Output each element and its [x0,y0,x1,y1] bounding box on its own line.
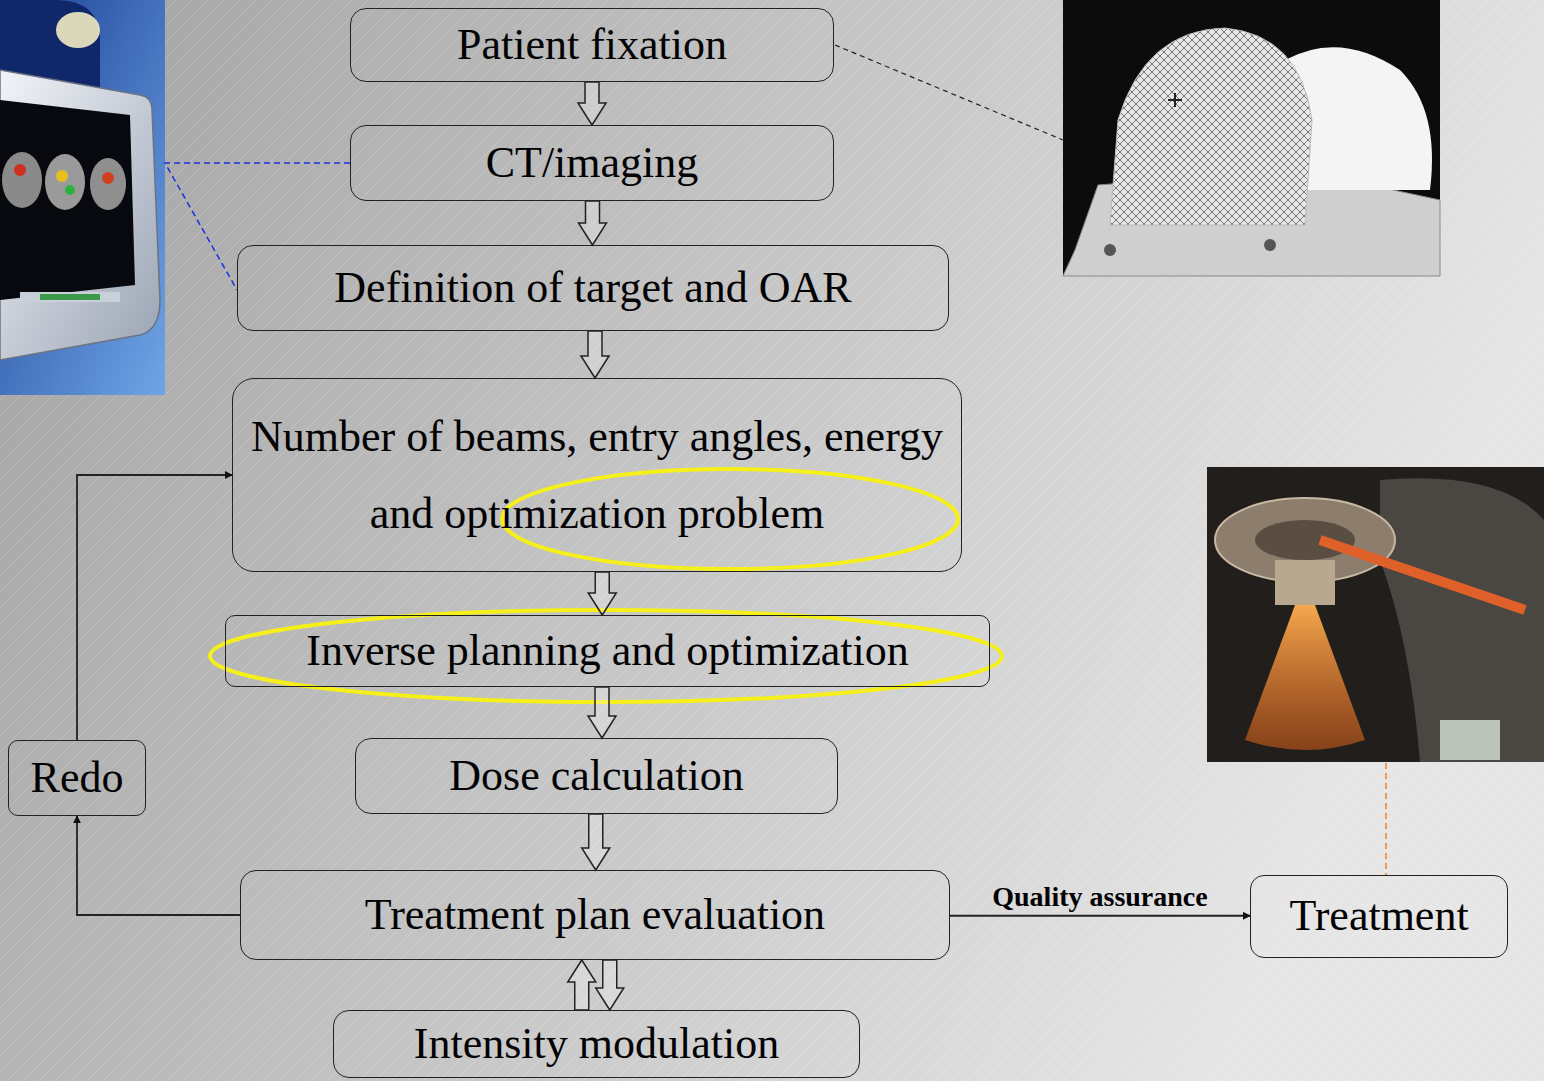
node-text: Intensity modulation [414,1018,779,1071]
base-peg [1264,239,1276,251]
node-text: CT/imaging [486,137,699,190]
scan-image [2,152,42,208]
leader-line [835,45,1063,140]
node-text: Number of beams, entry angles, energy an… [239,398,955,552]
photo-backdrop [1207,467,1544,762]
block-arrow [578,82,606,125]
connector-line [950,915,1250,917]
scan-image [45,154,85,210]
process-box: CT/imaging [350,125,834,201]
block-arrow [588,572,616,615]
leader-line [1385,763,1387,875]
node-text: Dose calculation [449,750,743,803]
radiation-beam [1245,605,1365,750]
waveguide [1320,540,1525,610]
linac-photo [1207,467,1544,762]
scan-spot [102,172,114,184]
scan-spot [56,170,68,182]
monitor-screen [0,100,135,300]
leader-line [165,163,350,290]
node-text: Patient fixation [457,19,727,72]
node-text: Treatment plan evaluation [365,889,825,942]
mesh-mask [1110,28,1312,225]
arch-light [56,12,100,48]
node-text: Redo [31,752,124,805]
collimator [1275,560,1335,605]
base-peg [1104,244,1116,256]
block-arrow [582,814,610,870]
monitor-buttons [20,292,120,302]
block-arrow [588,687,616,738]
gantry-housing [1380,478,1544,762]
scan-spot [14,164,26,176]
connector-line [77,816,240,915]
process-box: Patient fixation [350,8,834,82]
scan-image [90,158,126,210]
monitor-frame [0,70,160,360]
process-box: Intensity modulation [333,1010,860,1078]
photo-backdrop [1063,0,1440,276]
process-box: Definition of target and OAR [237,245,949,331]
block-arrow [581,331,609,378]
process-box: Dose calculation [355,738,838,814]
process-box: Treatment plan evaluation [240,870,950,960]
mask-photo [1063,0,1440,276]
block-arrow [579,201,607,245]
node-text: Inverse planning and optimization [306,625,908,678]
mask-mark [1168,93,1182,107]
gantry-head [1255,520,1355,560]
monitor-illustration [0,0,165,395]
block-arrow [568,960,624,1010]
node-text: Treatment [1289,890,1468,943]
connector-line [77,475,232,740]
edge-label: Quality assurance [992,882,1207,913]
process-box: Number of beams, entry angles, energy an… [232,378,962,572]
logo-panel [1440,720,1500,760]
node-text: Definition of target and OAR [334,262,851,315]
scan-spot [65,185,75,195]
redo-box: Redo [8,740,146,816]
monitor-buttons [40,294,100,300]
process-box: Inverse planning and optimization [225,615,990,687]
terminal-box: Treatment [1250,875,1508,958]
monitor-backdrop [0,0,165,395]
